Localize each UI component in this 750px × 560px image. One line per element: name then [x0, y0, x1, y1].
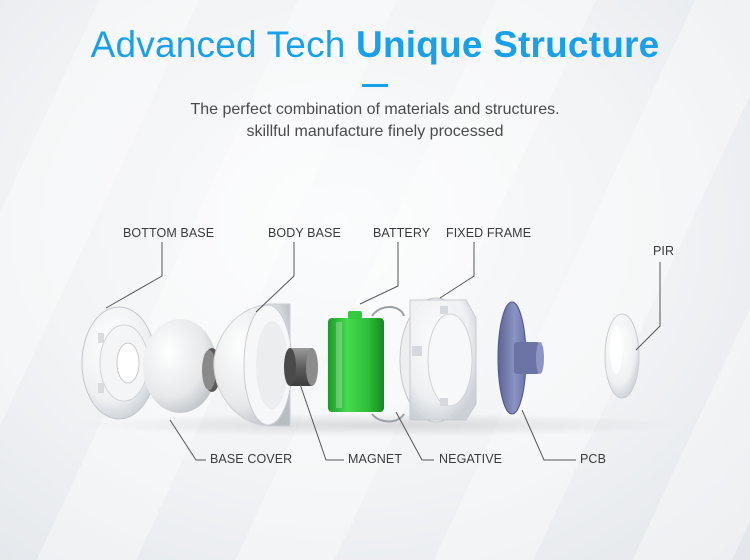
leader-lines	[105, 242, 661, 461]
title-bold: Unique Structure	[356, 24, 660, 65]
title-underline	[362, 84, 388, 87]
pcb-part	[497, 301, 544, 415]
floor-shadow	[80, 413, 680, 437]
label-negative: NEGATIVE	[439, 452, 503, 466]
leader-magnet	[299, 383, 344, 461]
leader-bottom-base	[105, 242, 163, 309]
page-title: Advanced Tech Unique Structure	[0, 24, 750, 66]
label-magnet: MAGNET	[348, 452, 403, 466]
label-pcb: PCB	[580, 452, 607, 466]
leader-negative	[395, 411, 434, 461]
magnet-part	[284, 348, 318, 386]
bottom-base-part	[81, 306, 157, 420]
label-bottom-base: BOTTOM BASE	[123, 226, 215, 240]
label-base-cover: BASE COVER	[210, 452, 293, 466]
subtitle-line-2: skillful manufacture finely processed	[246, 123, 504, 140]
label-body-base: BODY BASE	[268, 226, 341, 240]
subtitle-line-1: The perfect combination of materials and…	[190, 101, 560, 118]
leader-pir	[635, 262, 661, 351]
leader-battery	[359, 242, 399, 305]
fixed-frame-part	[399, 297, 477, 423]
label-battery: BATTERY	[373, 226, 431, 240]
base-cover-part	[143, 319, 221, 413]
title-regular: Advanced Tech	[90, 24, 346, 65]
pir-lens-part	[604, 313, 640, 399]
leader-body-base	[255, 242, 295, 313]
leader-pcb	[521, 409, 576, 461]
body-base-part	[213, 303, 293, 427]
battery-part	[328, 306, 405, 423]
label-fixed-frame: FIXED FRAME	[446, 226, 532, 240]
leader-fixed-frame	[439, 242, 475, 299]
leader-base-cover	[169, 419, 206, 461]
label-pir: PIR	[653, 244, 675, 258]
